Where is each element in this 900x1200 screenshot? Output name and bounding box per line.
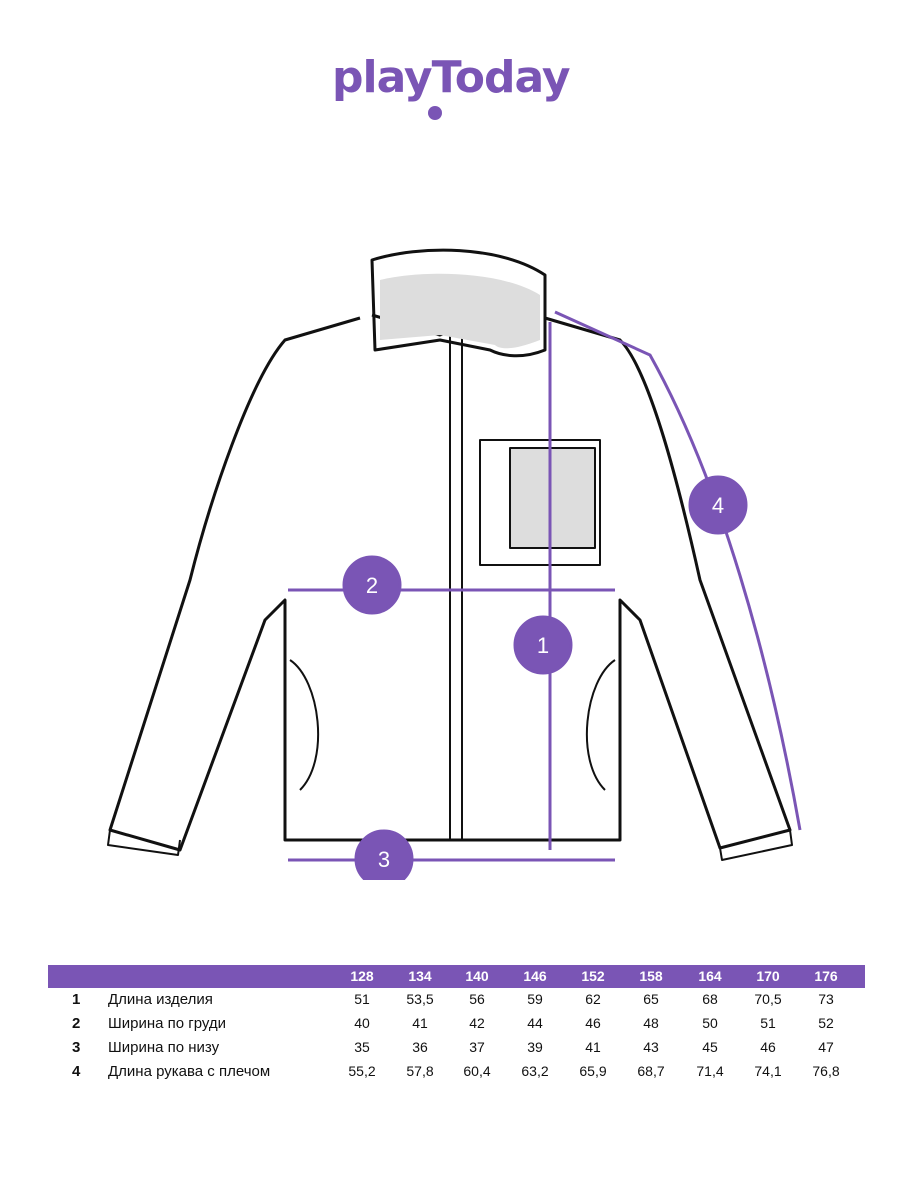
row-value: 56 xyxy=(469,991,485,1007)
jacket-outline xyxy=(107,248,793,861)
row-value: 46 xyxy=(760,1039,776,1055)
row-value: 37 xyxy=(469,1039,485,1055)
table-row: 3 Ширина по низу 35 36 37 39 41 43 45 46 47 xyxy=(48,1036,865,1060)
row-value: 46 xyxy=(585,1015,601,1031)
marker-4 xyxy=(688,475,748,535)
row-label: Длина изделия xyxy=(108,991,213,1008)
row-value: 68 xyxy=(702,991,718,1007)
row-value: 71,4 xyxy=(696,1063,724,1079)
row-value: 76,8 xyxy=(812,1063,840,1079)
marker-label-2: 2 xyxy=(366,573,378,598)
size-header: 164 xyxy=(698,968,722,984)
row-value: 43 xyxy=(643,1039,659,1055)
row-value: 39 xyxy=(527,1039,543,1055)
row-label: Ширина по низу xyxy=(108,1039,220,1056)
row-value: 60,4 xyxy=(463,1063,491,1079)
marker-label-4: 4 xyxy=(712,493,724,518)
jacket-diagram: 1 2 3 4 xyxy=(107,248,802,880)
row-value: 51 xyxy=(760,1015,776,1031)
row-value: 45 xyxy=(702,1039,718,1055)
row-value: 62 xyxy=(585,991,601,1007)
size-header: 134 xyxy=(408,968,432,984)
size-table: 128 134 140 146 152 158 164 170 176 1 Длина издел… xyxy=(48,965,865,1084)
row-value: 50 xyxy=(702,1015,718,1031)
row-value: 68,7 xyxy=(637,1063,665,1079)
size-header: 128 xyxy=(350,968,374,984)
marker-1 xyxy=(513,615,573,675)
table-row: 2 Ширина по груди 40 41 42 44 46 48 50 51 52 xyxy=(48,1012,865,1036)
row-value: 70,5 xyxy=(754,991,782,1007)
size-header: 170 xyxy=(756,968,780,984)
size-header: 152 xyxy=(581,968,605,984)
brand-logo: playToday xyxy=(332,52,571,103)
row-value: 55,2 xyxy=(348,1063,376,1079)
row-value: 51 xyxy=(354,991,370,1007)
row-number: 3 xyxy=(72,1039,81,1056)
row-label: Ширина по груди xyxy=(108,1015,227,1032)
row-value: 48 xyxy=(643,1015,659,1031)
row-value: 36 xyxy=(412,1039,428,1055)
row-label: Длина рукава с плечом xyxy=(108,1063,271,1080)
row-value: 73 xyxy=(818,991,834,1007)
row-value: 65 xyxy=(643,991,659,1007)
row-value: 63,2 xyxy=(521,1063,549,1079)
table-row: 1 Длина изделия 51 53,5 56 59 62 65 68 70,5 73 xyxy=(48,988,865,1012)
marker-label-1: 1 xyxy=(537,633,549,658)
size-header: 158 xyxy=(639,968,663,984)
marker-label-3: 3 xyxy=(378,847,390,872)
size-header: 140 xyxy=(465,968,489,984)
row-value: 47 xyxy=(818,1039,834,1055)
row-value: 65,9 xyxy=(579,1063,607,1079)
size-header-row: 128 134 140 146 152 158 164 170 176 xyxy=(48,965,865,988)
row-value: 52 xyxy=(818,1015,834,1031)
marker-3 xyxy=(354,829,414,880)
row-value: 57,8 xyxy=(406,1063,434,1079)
row-value: 40 xyxy=(354,1015,370,1031)
row-value: 35 xyxy=(354,1039,370,1055)
row-value: 59 xyxy=(527,991,543,1007)
row-value: 74,1 xyxy=(754,1063,782,1079)
logo-dot xyxy=(428,106,442,120)
row-value: 41 xyxy=(585,1039,601,1055)
size-header: 176 xyxy=(814,968,838,984)
row-value: 53,5 xyxy=(406,991,434,1007)
row-value: 44 xyxy=(527,1015,543,1031)
row-number: 2 xyxy=(72,1015,81,1032)
row-number: 1 xyxy=(72,991,81,1008)
size-header: 146 xyxy=(523,968,547,984)
table-row: 4 Длина рукава с плечом 55,2 57,8 60,4 63,2 65… xyxy=(48,1060,865,1084)
row-number: 4 xyxy=(72,1063,81,1080)
measure-line-4 xyxy=(554,310,802,831)
row-value: 42 xyxy=(469,1015,485,1031)
row-value: 41 xyxy=(412,1015,428,1031)
marker-2 xyxy=(342,555,402,615)
